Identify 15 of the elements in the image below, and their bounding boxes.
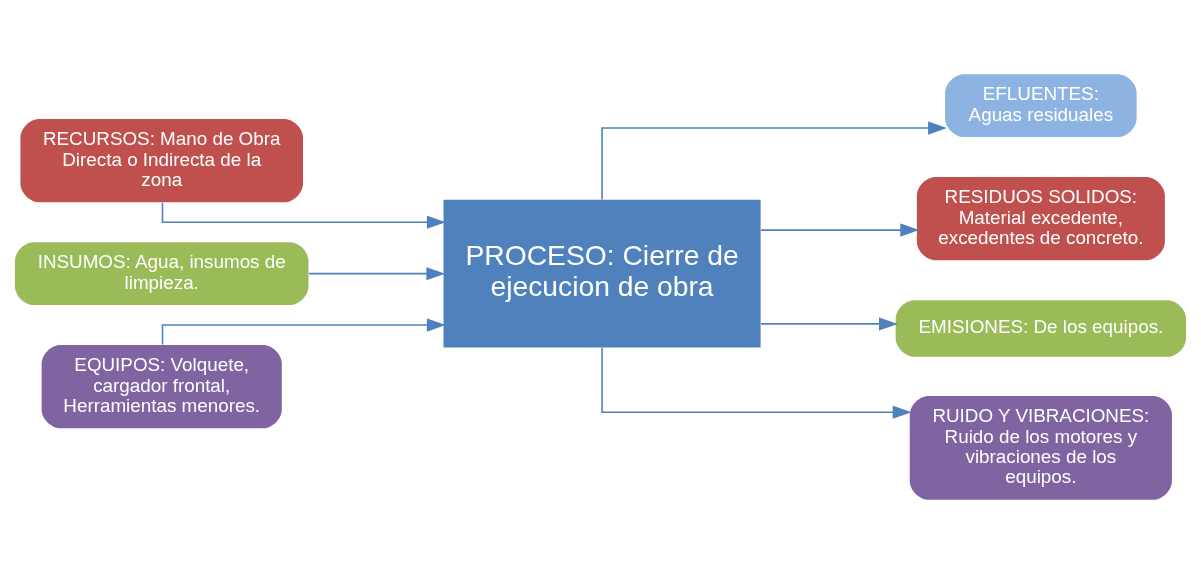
node-box: EFLUENTES: Aguas residuales [945,74,1137,138]
node-box: PROCESO: Cierre de ejecucion de obra [443,199,761,348]
node-box: RUIDO Y VIBRACIONES: Ruido de los motores y vibraciones de los equipos. [909,396,1172,500]
node-box: INSUMOS: Agua, insumos de limpieza. [14,242,309,306]
arrow [760,317,898,331]
arrow [161,201,446,229]
arrow [601,347,912,419]
node-box: EMISIONES: De los equipos. [895,300,1187,357]
arrow [161,318,446,346]
arrow [308,267,446,281]
node-box: RECURSOS: Mano de Obra Directa o Indirecta de la zona [20,119,303,203]
node-box: EQUIPOS: Volquete, cargador frontal, Herramientas menores. [41,345,282,429]
arrow [601,121,947,201]
arrow [760,223,920,237]
node-box: RESIDUOS SOLIDOS: Material excedente, excedentes de concreto. [916,177,1165,261]
